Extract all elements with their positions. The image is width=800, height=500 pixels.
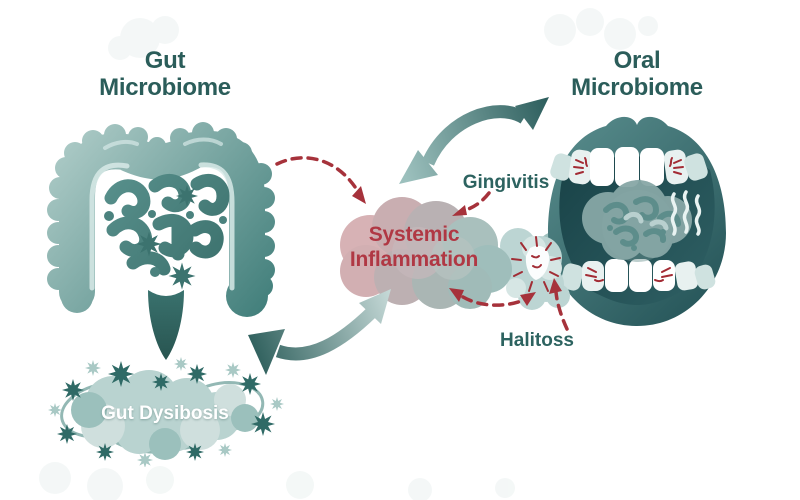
- dashed-arrow-gingivitis-to-cloud: [464, 191, 491, 212]
- systemic-line1: Systemic: [368, 223, 460, 246]
- rectum-shape: [148, 290, 184, 360]
- cycle-arrow-bottom: [248, 289, 391, 375]
- gingivitis-label: Gingivitis: [462, 172, 550, 193]
- inflammation-ray-scribbles: [511, 236, 561, 292]
- dysbiosis-blobs: [71, 370, 259, 460]
- intestine-illustration: [47, 122, 275, 360]
- systemic-inflammation-label: Systemic Inflammation: [350, 222, 478, 272]
- inflamed-tooth: [525, 245, 550, 280]
- gut-microbe-dots: [104, 210, 227, 277]
- gut-microbiome-title: Gut Microbiome: [99, 47, 231, 102]
- systemic-line2: Inflammation: [349, 248, 479, 272]
- oral-title-line2: Microbiome: [571, 73, 703, 101]
- colon-body: [59, 130, 265, 310]
- cycle-arrow-top: [399, 97, 549, 184]
- dashed-arrow-mouth-to-cloud: [461, 295, 528, 307]
- oral-title-line1: Oral: [613, 47, 661, 74]
- halitosis-label: Halitoss: [500, 330, 574, 351]
- gut-dysbiosis-label: Gut Dysibosis: [101, 403, 229, 424]
- gut-title-line2: Microbiome: [99, 73, 231, 101]
- dashed-arrowheads: [352, 186, 562, 306]
- dysbiosis-bacteria-cloud: [48, 357, 284, 467]
- mouth-illustration: [495, 116, 726, 326]
- gingivitis-scribbles-upper: [573, 157, 684, 175]
- colon-highlights: [89, 137, 235, 291]
- gingivitis-scribbles-lower: [585, 267, 673, 283]
- gut-title-line1: Gut: [144, 47, 186, 74]
- tongue-microbe-blob: [582, 180, 692, 262]
- dashed-arrow-gut-to-cloud: [275, 156, 359, 192]
- odor-wavy-lines-icon: [670, 190, 702, 236]
- dashed-arrow-halitosis-to-mouth: [554, 290, 569, 331]
- oral-microbiome-title: Oral Microbiome: [571, 47, 703, 102]
